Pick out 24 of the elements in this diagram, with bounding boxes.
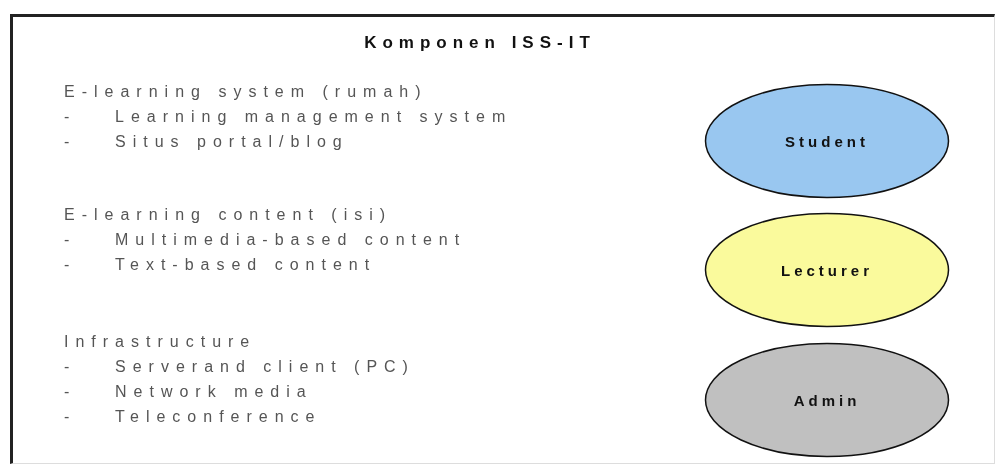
node-label: Admin <box>792 391 862 409</box>
role-ellipse <box>704 83 950 199</box>
list-dash: - <box>64 107 77 127</box>
title: Komponen ISS-IT <box>363 33 597 53</box>
list-dash: - <box>64 255 77 275</box>
node-label: Lecturer <box>780 261 874 279</box>
list-item: Situs portal/blog <box>115 132 349 152</box>
section-heading: Infrastructure <box>64 332 257 352</box>
list-item: Multimedia-based content <box>115 230 467 250</box>
list-item: Text-based content <box>115 255 377 275</box>
list-dash: - <box>64 407 77 427</box>
list-item: Learning management system <box>115 107 513 127</box>
list-dash: - <box>64 357 77 377</box>
list-item: Teleconference <box>115 407 322 427</box>
list-dash: - <box>64 230 77 250</box>
list-dash: - <box>64 382 77 402</box>
node-label: Student <box>784 132 870 150</box>
list-item: Network media <box>115 382 313 402</box>
section-heading: E-learning content (isi) <box>64 205 393 225</box>
list-item: Serverand client (PC) <box>115 357 415 377</box>
role-ellipse <box>704 342 950 458</box>
section-heading: E-learning system (rumah) <box>64 82 428 102</box>
list-dash: - <box>64 132 77 152</box>
role-ellipse <box>704 212 950 328</box>
